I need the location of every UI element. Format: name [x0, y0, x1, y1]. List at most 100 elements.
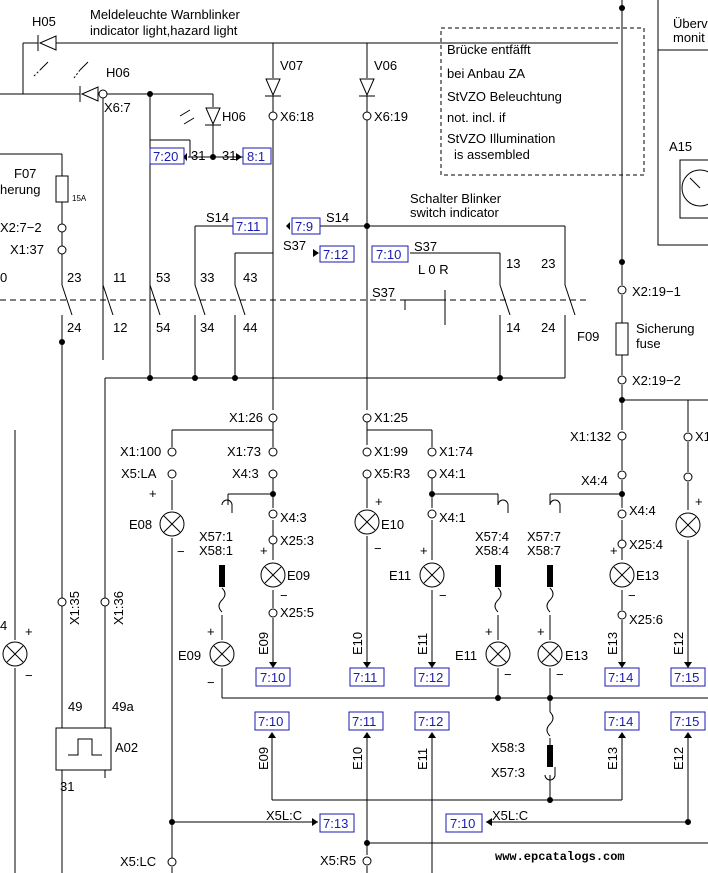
label-x1-74: X1:74 [439, 444, 473, 459]
sign-plus: + [610, 543, 618, 558]
ref-7-10[interactable]: 7:10 [376, 247, 401, 262]
label-x25-5: X25:5 [280, 605, 314, 620]
ref-7-12[interactable]: 7:12 [323, 247, 348, 262]
label-schalter-de: Schalter Blinker [410, 191, 502, 206]
label-h06: H06 [106, 65, 130, 80]
label-x25-6: X25:6 [629, 612, 663, 627]
sign-plus: + [149, 486, 157, 501]
ref-7-9[interactable]: 7:9 [295, 219, 313, 234]
label-v06: V06 [374, 58, 397, 73]
label-x4-3b: X4:3 [280, 510, 307, 525]
contact-34: 34 [200, 320, 214, 335]
note-line: bei Anbau ZA [447, 66, 525, 81]
junction-dot [232, 375, 238, 381]
label-x25-4: X25:4 [629, 537, 663, 552]
wire-label-e11: E11 [415, 748, 430, 770]
monitor-panel [657, 49, 708, 246]
label-h06b: H06 [222, 109, 246, 124]
ref-7-12[interactable]: 7:12 [418, 714, 443, 729]
sign-minus: − [504, 667, 512, 682]
label-a02: A02 [115, 740, 138, 755]
sign-minus: − [374, 541, 382, 556]
lamp-e09b-icon [209, 641, 235, 667]
label-31b: 31 [222, 148, 236, 163]
contact-43: 43 [243, 270, 257, 285]
lamp-e09-icon [260, 562, 286, 588]
contact-53: 53 [156, 270, 170, 285]
junction-dot [619, 5, 625, 11]
ref-7-14[interactable]: 7:14 [608, 714, 633, 729]
switch-contacts [0, 284, 590, 325]
reference-boxes [149, 147, 706, 833]
lamp-e12-icon [675, 512, 701, 538]
plug-connectors [219, 565, 553, 767]
sign-plus: + [207, 624, 215, 639]
label-x58-4: X58:4 [475, 543, 509, 558]
ref-7-10[interactable]: 7:10 [260, 670, 285, 685]
contact-12: 12 [113, 320, 127, 335]
label-x57-7: X57:7 [527, 529, 561, 544]
ref-7-10[interactable]: 7:10 [258, 714, 283, 729]
ref-7-20[interactable]: 7:20 [153, 149, 178, 164]
ref-7-15[interactable]: 7:15 [674, 714, 699, 729]
junction-dot [429, 491, 435, 497]
ref-7-15[interactable]: 7:15 [674, 670, 699, 685]
label-x58-1: X58:1 [199, 543, 233, 558]
label-sicherung-right: Sicherung [636, 321, 695, 336]
label-e09: E09 [287, 568, 310, 583]
label-lor: L 0 R [418, 262, 449, 277]
ref-7-11[interactable]: 7:11 [352, 714, 376, 729]
pulse-icon [68, 738, 102, 756]
label-e10: E10 [381, 517, 404, 532]
wire-label-e13: E13 [605, 632, 620, 655]
sign-minus: − [207, 675, 215, 690]
label-v07: V07 [280, 58, 303, 73]
note-line: StVZO Illumination [447, 131, 555, 146]
ref-7-11[interactable]: 7:11 [353, 670, 377, 685]
label-fuse-right: fuse [636, 336, 661, 351]
note-box [440, 27, 645, 176]
contact-54: 54 [156, 320, 170, 335]
arrows [183, 153, 692, 826]
diodes [37, 35, 375, 126]
ref-7-14[interactable]: 7:14 [608, 670, 633, 685]
junction-dot [547, 797, 553, 803]
contact-33: 33 [200, 270, 214, 285]
label-s37a: S37 [283, 238, 306, 253]
note-text: Brücke entfäfft bei Anbau ZA StVZO Beleu… [447, 42, 562, 162]
label-e11: E11 [389, 568, 411, 583]
label-monitor-en: monit [673, 30, 705, 45]
contact-24b: 24 [541, 320, 555, 335]
label-s14b: S14 [326, 210, 349, 225]
label-x5-la: X5:LA [121, 466, 157, 481]
ref-7-12[interactable]: 7:12 [418, 670, 443, 685]
wire-label-x1-35: X1:35 [67, 591, 82, 625]
note-line: Brücke entfäfft [447, 42, 531, 57]
sign-plus: + [537, 624, 545, 639]
diode-h05-icon [37, 35, 57, 51]
label-x58-3: X58:3 [491, 740, 525, 755]
label-x5-r3: X5:R3 [374, 466, 410, 481]
lamp-e13b-icon [537, 641, 563, 667]
sign-minus: − [25, 668, 33, 683]
ref-7-10[interactable]: 7:10 [450, 816, 475, 831]
wire-labels: E09 E10 E11 E13 E12 E09 E10 E11 E13 E12 … [67, 591, 686, 770]
ref-8-1[interactable]: 8:1 [247, 149, 265, 164]
wire-label-x1-36: X1:36 [111, 591, 126, 625]
note-line: StVZO Beleuchtung [447, 89, 562, 104]
label-s14a: S14 [206, 210, 229, 225]
label-e13b: E13 [565, 648, 588, 663]
label-x25-3: X25:3 [280, 533, 314, 548]
label-x6-19: X6:19 [374, 109, 408, 124]
diode-v06-icon [359, 78, 375, 97]
label-s37b: S37 [414, 239, 437, 254]
ref-7-11[interactable]: 7:11 [236, 219, 260, 234]
label-15a: 15A [72, 194, 87, 203]
diode-h06-icon [79, 86, 99, 102]
label-x1-37: X1:37 [10, 242, 44, 257]
label-x5l-c2: X5L:C [492, 808, 528, 823]
contact-23: 23 [67, 270, 81, 285]
junction-dot [147, 375, 153, 381]
ref-7-13[interactable]: 7:13 [323, 816, 348, 831]
